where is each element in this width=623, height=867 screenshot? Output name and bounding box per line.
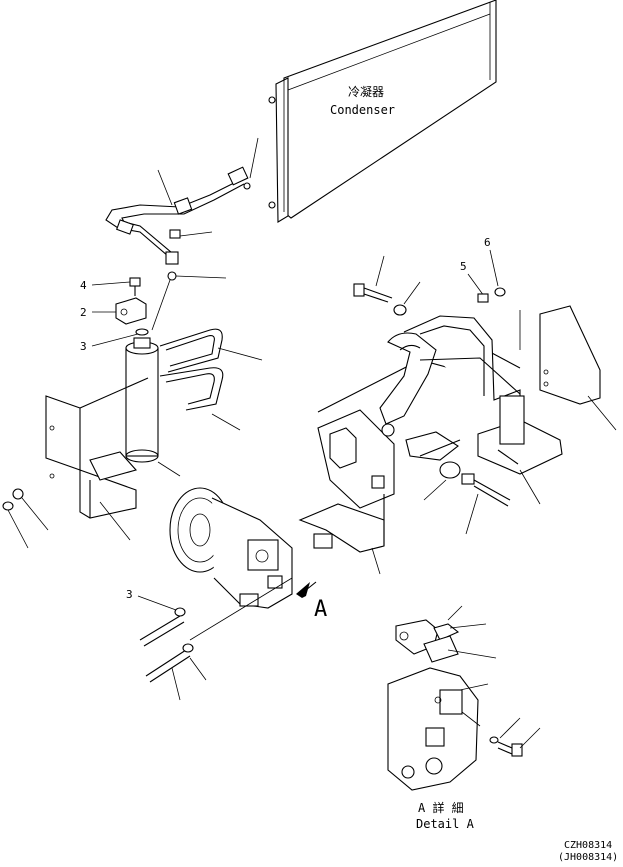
washer-upper-right	[393, 304, 407, 316]
compressor-bolt-lower	[145, 643, 194, 683]
detail-a-bracket	[395, 605, 497, 663]
compressor-bolt-upper	[139, 607, 186, 647]
u-bolt-lower	[159, 367, 241, 431]
callout-6: 6	[484, 236, 491, 249]
compressor	[169, 487, 293, 609]
bolt-5	[477, 293, 489, 303]
callout-5: 5	[460, 260, 467, 273]
condenser	[268, 0, 497, 223]
washer-left	[12, 488, 24, 500]
detail-a-label-jp: A 詳 細	[418, 800, 464, 815]
engine-bracket	[317, 315, 563, 475]
drawing-code-alt: (JH008314)	[558, 852, 618, 862]
long-bolt	[461, 473, 511, 507]
callout-2: 2	[80, 306, 87, 319]
detail-a-label-en: Detail A	[416, 817, 475, 831]
nut-left	[2, 501, 14, 511]
joint-block-2	[115, 297, 147, 325]
condenser-label-en: Condenser	[330, 103, 395, 117]
detail-a-bolt	[489, 736, 523, 757]
view-marker-a: A	[314, 597, 327, 622]
callout-3-receiver: 3	[80, 340, 87, 353]
bolt-upper-right	[353, 283, 393, 303]
spacer	[439, 461, 461, 479]
refrigerant-hose	[105, 166, 251, 265]
receiver-bracket	[45, 377, 149, 519]
receiver-drier	[125, 337, 159, 463]
o-ring	[167, 271, 177, 281]
washer-6	[494, 287, 506, 297]
condenser-label-jp: 冷凝器	[348, 84, 384, 99]
bolt-small-top	[169, 229, 213, 239]
callout-4: 4	[80, 279, 87, 292]
u-bolt-upper	[159, 328, 263, 373]
callout-3-compressor: 3	[126, 588, 133, 601]
view-arrow-a	[296, 581, 317, 598]
detail-a-compressor	[387, 667, 489, 791]
drawing-code: CZH08314	[564, 840, 612, 851]
side-plate	[539, 305, 617, 431]
bolt-4	[129, 277, 141, 296]
compressor-mount-bracket	[298, 409, 395, 575]
